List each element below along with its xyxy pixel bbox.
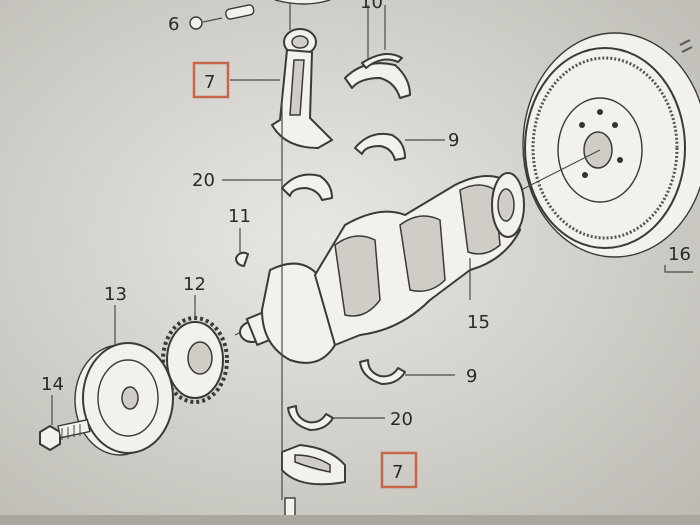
flywheel	[522, 32, 700, 258]
pulley-bolt	[39, 395, 91, 451]
callout-15: 15	[467, 312, 490, 333]
bearing-shell-9-upper	[354, 132, 445, 161]
callout-20-lower: 20	[390, 409, 413, 430]
callout-13: 13	[104, 284, 127, 305]
callout-11: 11	[228, 206, 251, 227]
bearing-shell-9-lower	[359, 359, 455, 385]
callout-6: 6	[168, 14, 179, 35]
callout-10: 10	[360, 0, 383, 13]
callout-9-lower: 9	[466, 366, 477, 387]
callout-7-bottom: 7	[392, 462, 403, 483]
callout-14: 14	[41, 374, 64, 395]
leader-16	[664, 265, 693, 273]
screen-bottom-edge	[0, 515, 700, 525]
callout-12: 12	[183, 274, 206, 295]
callout-20-upper: 20	[192, 170, 215, 191]
piston-pin-and-clip	[189, 0, 331, 30]
main-bearing-shells-10	[344, 5, 411, 99]
connecting-rod	[271, 28, 333, 149]
bearing-shell-20-lower	[287, 405, 385, 431]
crankshaft	[239, 172, 525, 364]
woodruff-key	[235, 228, 249, 267]
callout-7-top: 7	[204, 72, 215, 93]
connecting-rod-cap	[281, 444, 346, 517]
callout-box-7-top	[192, 61, 230, 99]
callout-16: 16	[668, 244, 691, 265]
callout-9-upper: 9	[448, 130, 459, 151]
callout-box-7-bottom	[380, 451, 418, 489]
timing-gear	[161, 295, 229, 404]
bearing-shell-20-upper	[222, 173, 333, 201]
crankshaft-pulley	[74, 305, 174, 456]
